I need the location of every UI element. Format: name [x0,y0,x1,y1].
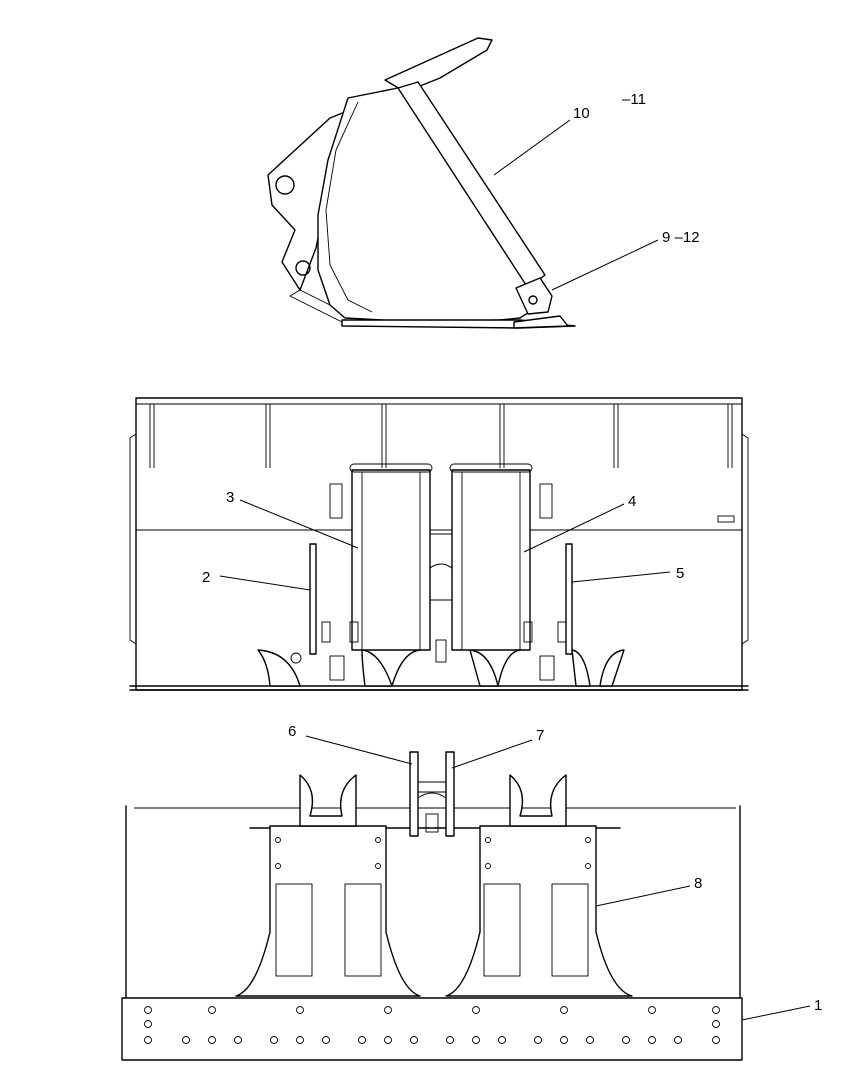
rear-view: 6 7 8 1 [121,723,822,1061]
bucket-inner-curve [325,101,373,313]
side-view: 10 –11 9 –12 [267,37,700,329]
front-frame [135,397,743,691]
callout-5: 5 [676,565,684,582]
pin-hole-upper [275,175,295,195]
horn-2 [361,649,393,687]
leader-5 [571,571,671,583]
leader-9-12 [551,239,659,291]
lower-box-left [329,655,345,681]
front-window-left [329,483,343,519]
left-tower-cap [349,463,433,473]
callout-11: –11 [622,91,646,108]
leader-10 [493,119,571,176]
callout-10: 10 [573,105,590,122]
leader-2 [219,575,311,591]
lower-box-right [539,655,555,681]
center-coupler [429,533,453,601]
leader-6 [305,735,413,765]
rear-side-lines [125,805,741,1001]
upper-hinge-arm [384,37,493,93]
callout-3: 3 [226,489,234,506]
callout-6: 6 [288,723,296,740]
front-tag [717,515,735,523]
pin-hole-lower [295,260,311,276]
rear-left-window-1 [275,883,313,977]
rear-cutting-edge [121,997,743,1061]
callout-7: 7 [536,727,544,744]
left-guide-plate [309,543,317,655]
leader-3 [239,499,359,549]
rear-left-pod [235,825,421,997]
rear-right-window-2 [551,883,589,977]
hitch-plate-right [445,751,455,837]
right-tower [451,469,531,651]
horn-3 [469,649,499,687]
horn-4 [571,649,591,687]
leader-4 [523,503,625,553]
rear-right-mount [509,774,567,827]
callout-4: 4 [628,493,636,510]
side-brace [397,81,546,289]
callout-9-12: 9 –12 [662,229,700,246]
rear-left-mount [299,774,357,827]
left-tower [351,469,431,651]
right-edge-detail [741,433,749,645]
right-tower-cap [449,463,533,473]
hitch-plate-left [409,751,419,837]
rear-right-window-1 [483,883,521,977]
top-posts [149,404,733,468]
edge-bolts [144,1006,720,1044]
horn-5 [599,649,625,687]
front-view: 3 4 2 5 [129,397,749,691]
rear-left-window-2 [344,883,382,977]
leader-1 [741,1005,811,1021]
callout-2: 2 [202,569,210,586]
tooth-tip [513,315,569,329]
hitch-lock [425,813,439,833]
left-edge-detail [129,433,137,645]
horn-1 [257,649,301,687]
leader-8 [595,885,691,907]
rear-side-plate [267,111,346,291]
callout-8: 8 [694,875,702,892]
rear-right-pod [445,825,633,997]
center-lock [435,639,447,663]
callout-1: 1 [814,997,822,1014]
bucket-floor-edge [289,289,343,323]
right-guide-plate [565,543,573,655]
leader-7 [451,739,533,769]
front-window-right [539,483,553,519]
bracket-pin [528,295,538,305]
pod-bolts [275,837,591,869]
